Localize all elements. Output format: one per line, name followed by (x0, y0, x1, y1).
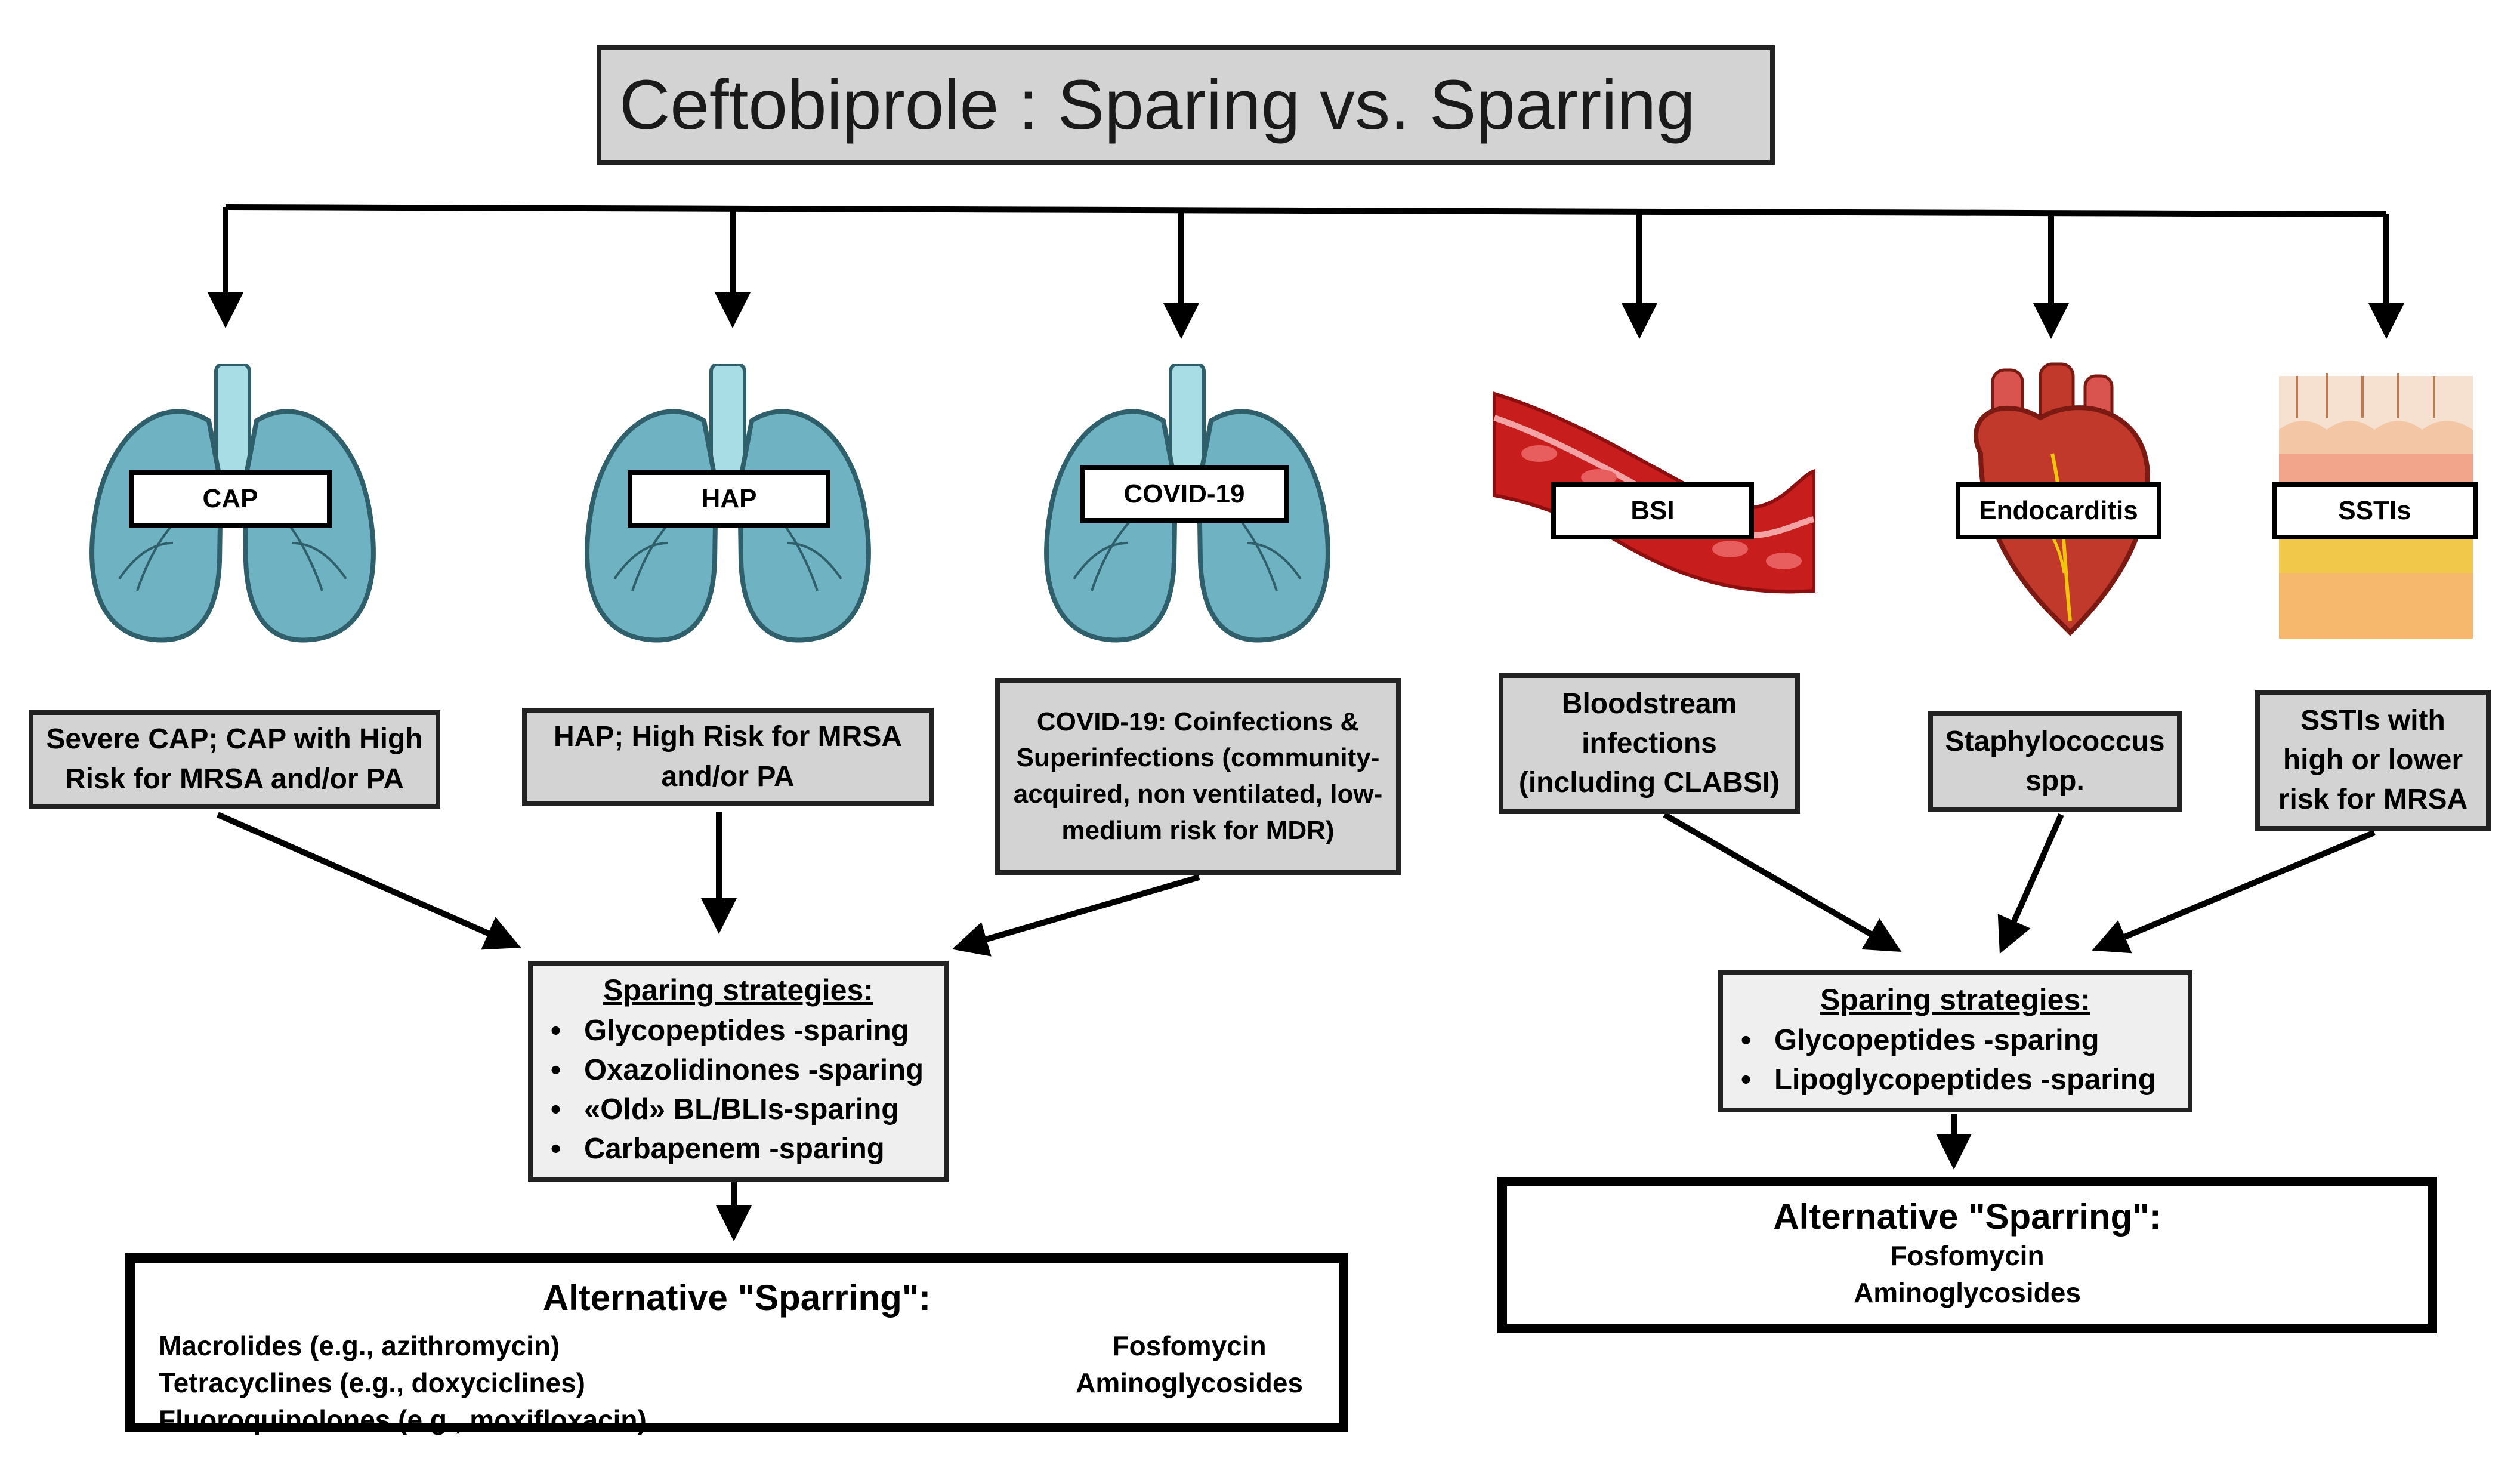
left-alternative-sparring-box: Alternative "Sparring": Macrolides (e.g.… (125, 1253, 1348, 1435)
list-item: Aminoglycosides (1854, 1277, 2081, 1308)
list-item: Fluoroquinolones (e.g., moxifloxacin) (159, 1404, 647, 1435)
left-strategies-title: Sparing strategies: (603, 973, 873, 1007)
hap-description: HAP; High Risk for MRSA and/or PA (553, 721, 902, 793)
right-strategies-list: Glycopeptides -sparing Lipoglycopeptides… (1741, 1020, 2156, 1099)
sstis-description: SSTIs with high or lower risk for MRSA (2278, 704, 2468, 816)
left-alternatives-list: Macrolides (e.g., azithromycin) Tetracyc… (159, 1327, 647, 1438)
list-item: Lipoglycopeptides -sparing (1741, 1060, 2156, 1099)
list-item: Tetracyclines (e.g., doxyciclines) (159, 1367, 585, 1398)
left-sparing-strategies-box: Sparing strategies: Glycopeptides -spari… (528, 961, 949, 1182)
right-convergence-arrows (1663, 812, 2376, 954)
list-item: Carbapenem -sparing (551, 1129, 924, 1168)
distribution-bar (208, 204, 2404, 339)
list-item: Fosfomycin (1112, 1330, 1267, 1361)
label-hap: HAP (628, 470, 830, 528)
left-alternatives-extra-list: Fosfomycin Aminoglycosides (1076, 1327, 1303, 1401)
right-strategies-title: Sparing strategies: (1820, 983, 2090, 1016)
label-sstis: SSTIs (2272, 482, 2478, 539)
covid-description-box: COVID-19: Coinfections & Superinfections… (995, 678, 1401, 875)
right-sparing-strategies-box: Sparing strategies: Glycopeptides -spari… (1718, 970, 2192, 1112)
covid-description: COVID-19: Coinfections & Superinfections… (1013, 707, 1383, 845)
list-item: Macrolides (e.g., azithromycin) (159, 1330, 560, 1361)
label-cap: CAP (129, 470, 332, 528)
label-endocarditis: Endocarditis (1956, 482, 2161, 539)
right-alternative-sparring-box: Alternative "Sparring": Fosfomycin Amino… (1497, 1177, 2437, 1333)
bsi-description-box: Bloodstream infections (including CLABSI… (1499, 673, 1800, 814)
right-alternatives-title: Alternative "Sparring": (1773, 1197, 2161, 1237)
diagram-title-box: Ceftobiprole : Sparing vs. Sparring (597, 45, 1775, 165)
sstis-description-box: SSTIs with high or lower risk for MRSA (2255, 690, 2491, 831)
list-item: Glycopeptides -sparing (1741, 1020, 2156, 1060)
hap-description-box: HAP; High Risk for MRSA and/or PA (522, 708, 934, 806)
list-item: Aminoglycosides (1076, 1367, 1303, 1398)
list-item: Glycopeptides -sparing (551, 1011, 924, 1050)
endocarditis-description-box: Staphylococcus spp. (1928, 711, 2182, 812)
list-item: «Old» BL/BLIs-sparing (551, 1090, 924, 1129)
cap-description: Severe CAP; CAP with High Risk for MRSA … (46, 723, 423, 795)
cap-description-box: Severe CAP; CAP with High Risk for MRSA … (29, 710, 440, 809)
left-strategies-list: Glycopeptides -sparing Oxazolidinones -s… (551, 1011, 924, 1168)
endocarditis-description: Staphylococcus spp. (1945, 725, 2165, 797)
label-covid: COVID-19 (1080, 465, 1289, 523)
left-alternatives-title: Alternative "Sparring": (542, 1278, 931, 1318)
alternative-arrows (716, 1114, 1972, 1241)
bsi-description: Bloodstream infections (including CLABSI… (1518, 687, 1780, 799)
label-bsi: BSI (1551, 482, 1754, 539)
left-convergence-arrows (216, 812, 1200, 957)
list-item: Oxazolidinones -sparing (551, 1050, 924, 1090)
diagram-title: Ceftobiprole : Sparing vs. Sparring (619, 66, 1696, 144)
list-item: Fosfomycin (1890, 1240, 2045, 1271)
